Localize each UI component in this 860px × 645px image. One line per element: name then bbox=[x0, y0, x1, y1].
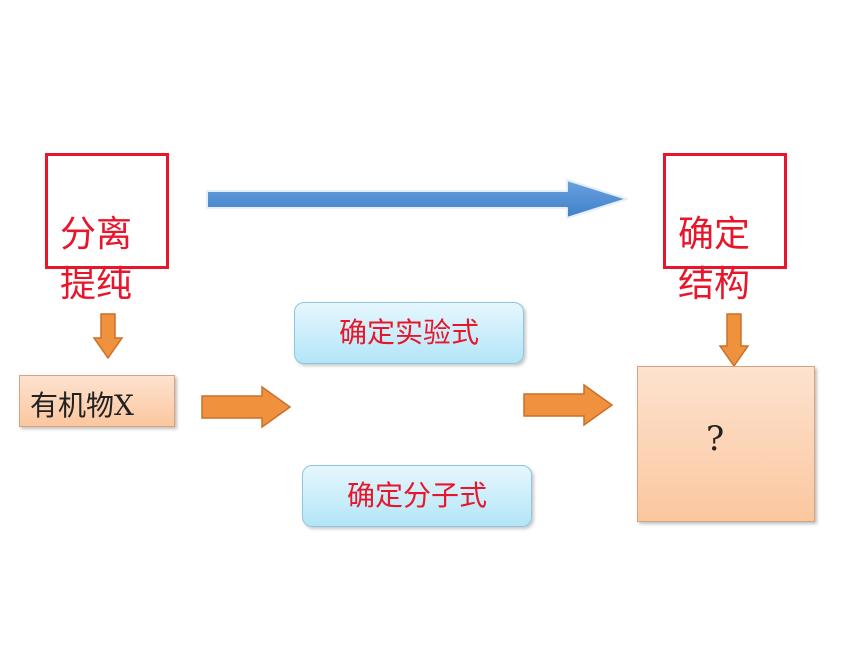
separation-purification-label: 分离 提纯 bbox=[60, 214, 133, 305]
right-arrow-1 bbox=[201, 385, 292, 429]
down-arrow-left bbox=[92, 313, 124, 360]
determine-molecular-formula-label: 确定分子式 bbox=[346, 479, 487, 512]
down-arrow-right bbox=[718, 313, 750, 368]
determine-structure-box: 确定 结构 bbox=[663, 153, 787, 305]
organic-compound-x-label: 有机物X bbox=[30, 389, 134, 422]
determine-molecular-formula-box: 确定分子式 bbox=[302, 465, 532, 527]
determine-structure-label: 确定 结构 bbox=[678, 214, 751, 305]
question-mark: ? bbox=[706, 419, 725, 459]
determine-empirical-formula-label: 确定实验式 bbox=[338, 316, 479, 349]
separation-purification-box: 分离 提纯 bbox=[45, 153, 169, 305]
right-arrow-2 bbox=[523, 383, 614, 427]
determine-empirical-formula-box: 确定实验式 bbox=[294, 302, 524, 364]
unknown-structure-box: ? bbox=[637, 366, 815, 522]
blue-arrow bbox=[206, 179, 628, 219]
organic-compound-x-box: 有机物X bbox=[19, 375, 175, 427]
